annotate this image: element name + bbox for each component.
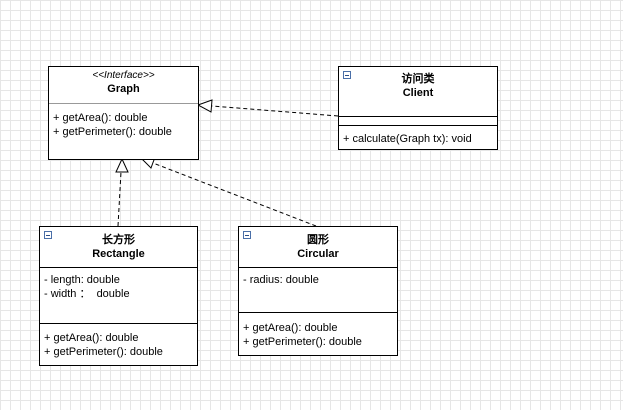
client-attributes [339, 117, 497, 125]
circular-methods: + getArea(): double + getPerimeter(): do… [239, 313, 397, 349]
circular-method: + getArea(): double [243, 322, 338, 334]
graph-methods: + getArea(): double + getPerimeter(): do… [49, 104, 198, 139]
circular-method: + getPerimeter(): double [243, 336, 362, 348]
circular-title-cn: 圆形 [307, 234, 329, 246]
arrowhead-client-graph [196, 99, 213, 113]
circular-attributes: - radius: double [239, 268, 397, 312]
client-class-box[interactable]: 访问类 Client + calculate(Graph tx): void [338, 66, 498, 150]
graph-stereotype: <<Interface>> [92, 70, 155, 81]
circular-name: Circular [297, 248, 339, 260]
graph-method: + getPerimeter(): double [53, 126, 172, 138]
circular-class-box[interactable]: 圆形 Circular - radius: double + getArea()… [238, 226, 398, 356]
edge-rectangle-to-graph [117, 171, 122, 227]
rectangle-class-box[interactable]: 长方形 Rectangle - length: double - width ：… [39, 226, 198, 366]
collapse-icon[interactable] [243, 231, 251, 239]
rectangle-name: Rectangle [92, 248, 145, 260]
rectangle-attribute: - length: double [44, 274, 120, 286]
edge-circular-to-graph [152, 162, 317, 227]
collapse-icon[interactable] [343, 71, 351, 79]
arrowhead-rectangle-graph [115, 157, 129, 173]
rectangle-attributes: - length: double - width ： double [40, 268, 197, 323]
graph-name: Graph [107, 83, 140, 95]
rectangle-attribute: - width ： double [44, 288, 130, 300]
client-method: + calculate(Graph tx): void [343, 133, 472, 145]
rectangle-header: 长方形 Rectangle [40, 227, 197, 267]
client-title-cn: 访问类 [401, 73, 435, 85]
rectangle-title-cn: 长方形 [102, 234, 135, 246]
graph-method: + getArea(): double [53, 112, 148, 124]
rectangle-method: + getArea(): double [44, 332, 139, 344]
edge-client-to-graph [211, 105, 339, 117]
collapse-icon[interactable] [44, 231, 52, 239]
client-header: 访问类 Client [339, 67, 497, 116]
rectangle-method: + getPerimeter(): double [44, 346, 163, 358]
circular-header: 圆形 Circular [239, 227, 397, 267]
client-methods: + calculate(Graph tx): void [339, 126, 497, 146]
graph-header: <<Interface>> Graph [49, 67, 198, 103]
rectangle-methods: + getArea(): double + getPerimeter(): do… [40, 324, 197, 359]
graph-interface-box[interactable]: <<Interface>> Graph + getArea(): double … [48, 66, 199, 160]
circular-attribute: - radius: double [243, 274, 319, 286]
client-name: Client [402, 87, 434, 99]
